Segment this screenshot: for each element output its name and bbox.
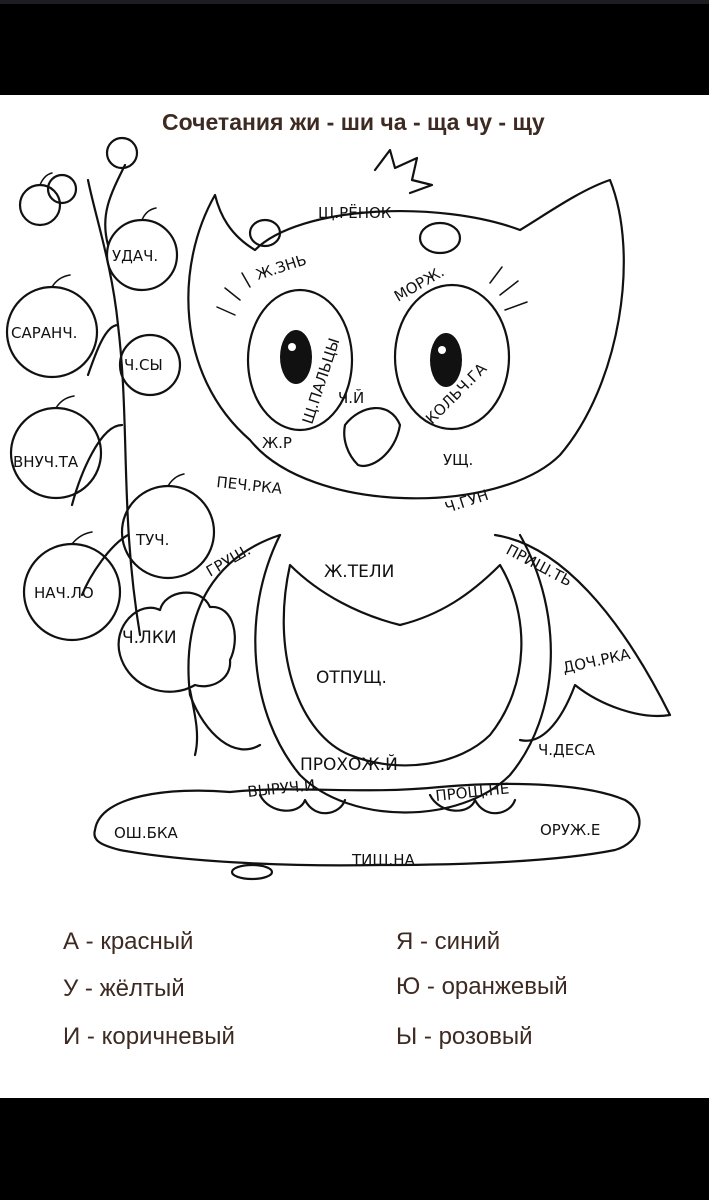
bottom-bar — [0, 1098, 709, 1200]
legend-right-1: Я - синий — [396, 928, 501, 955]
small-stone — [230, 863, 274, 881]
word-oruzhie: ОРУЖ.Е — [540, 821, 600, 839]
owl — [187, 148, 672, 815]
legend-left-1: А - красный — [63, 928, 194, 955]
word-sarancha: САРАНЧ. — [11, 324, 77, 342]
word-chasy: Ч.СЫ — [124, 356, 163, 374]
ground-shape — [93, 782, 641, 867]
word-zhizn: Ж.ЗНЬ — [254, 251, 309, 284]
word-proshanie: ПРОЩ.НЕ — [435, 779, 511, 805]
tree-trunk — [70, 163, 142, 637]
word-dochurka: ДОЧ.РКА — [561, 645, 633, 677]
word-tuchi: ТУЧ. — [135, 531, 169, 549]
word-oshibka: ОШ.БКА — [114, 824, 179, 842]
word-prohozhiy: ПРОХОЖ.Й — [300, 753, 398, 775]
word-schenok: Щ.РЁНОК — [318, 203, 392, 222]
legend-left-2: У - жёлтый — [63, 975, 185, 1002]
worksheet: Сочетания жи - ши ча - ща чу - щу — [0, 95, 709, 1098]
word-zhar: Ж.Р — [262, 434, 292, 452]
apples — [5, 136, 216, 642]
word-otpushu: ОТПУЩ. — [316, 668, 387, 688]
owl-coloring-illustration: Щ.РЁНОК Ж.ЗНЬ МОРЖ. Щ.ПАЛЬЦЫ КОЛЬЧ.ГА Ч.… — [5, 136, 672, 881]
top-bar-edge — [0, 0, 709, 4]
legend-right-2: Ю - оранжевый — [396, 973, 568, 1000]
worksheet-title: Сочетания жи - ши ча - ща чу - щу — [162, 109, 545, 135]
word-prishit: ПРИШ.ТЬ — [503, 541, 575, 591]
legend-right-3: Ы - розовый — [396, 1023, 533, 1050]
bush — [117, 591, 236, 757]
legend-left-3: И - коричневый — [63, 1023, 235, 1050]
word-vyruchi: ВЫРУЧ.И — [247, 776, 316, 801]
word-tishina: ТИШ.НА — [351, 851, 415, 869]
word-chalki: Ч.ЛКИ — [122, 628, 177, 648]
word-nachalo: НАЧ.ЛО — [34, 584, 94, 602]
word-chugun: Ч.ГУН — [443, 486, 491, 517]
top-bar — [0, 0, 709, 95]
word-vnuchata: ВНУЧ.ТА — [13, 453, 79, 471]
word-udachi: УДАЧ. — [112, 247, 158, 265]
word-chudesa: Ч.ДЕСА — [538, 741, 596, 759]
word-zhiteli: Ж.ТЕЛИ — [324, 562, 394, 582]
word-pechka: ПЕЧ.РКА — [216, 473, 284, 498]
word-chay: Ч.Й — [338, 388, 364, 407]
word-uschu: УЩ. — [443, 451, 473, 469]
